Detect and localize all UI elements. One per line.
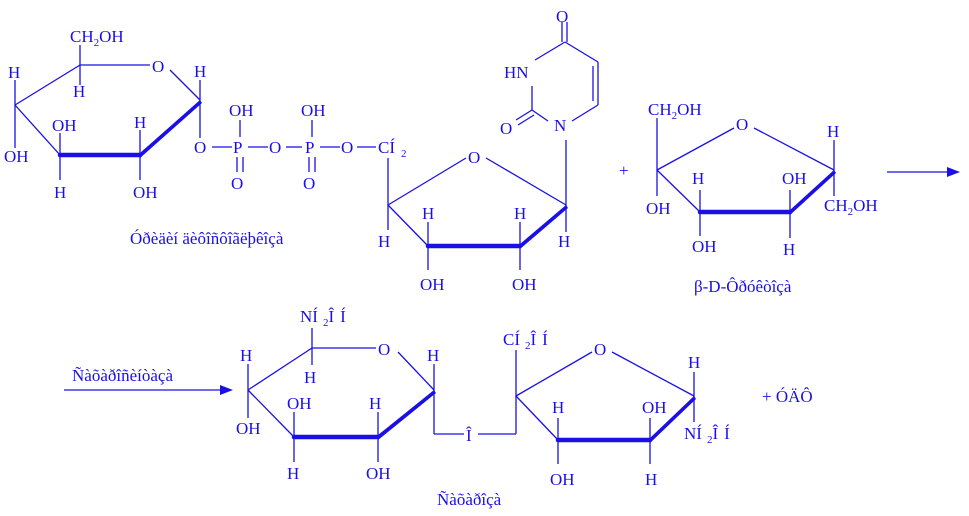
- sucrose-glucose-h-c3: H: [287, 464, 299, 483]
- sucrose-fructose-oh-c3: OH: [550, 470, 575, 489]
- ribose-oh-c2: OH: [512, 275, 537, 294]
- fructose-oh-c2: OH: [646, 199, 671, 218]
- phosphate-oxo-2: O: [303, 174, 315, 193]
- sucrose-glucose-ring: [247, 328, 517, 462]
- ribose-h-c4: H: [378, 232, 390, 251]
- sucrose-glucose-h-c5: H: [304, 368, 316, 387]
- fructose-caption: β-D-Ôðóêòîçà: [694, 277, 792, 296]
- sucrose-glucose-h-c1: H: [427, 346, 439, 365]
- ribose-h-c3: H: [422, 204, 434, 223]
- phosphate-oxygen-1: O: [194, 138, 206, 157]
- phosphate-oh-2: OH: [301, 101, 326, 120]
- sucrose-fructose-h-c5: H: [688, 353, 700, 372]
- sucrose-glucose-oh-c4: OH: [236, 419, 261, 438]
- fructose-ring-oxygen: O: [736, 115, 748, 134]
- udp-glucose-pyranose-ring: [14, 45, 202, 180]
- glucose-h-c3: H: [54, 183, 66, 202]
- phosphorus-1: P: [233, 138, 242, 157]
- phosphate-oxo-1: O: [231, 174, 243, 193]
- fructose-h-c5: H: [827, 122, 839, 141]
- uracil-ring: [515, 22, 599, 126]
- glycosidic-oxygen: Î: [466, 426, 472, 445]
- diphosphate-bridge: [212, 120, 376, 172]
- glucose-ring-oxygen: O: [152, 57, 164, 76]
- glucose-h-c1: H: [194, 62, 206, 81]
- plus-sign-reactants: +: [619, 161, 629, 180]
- sucrose-glucose-oh-c2: OH: [366, 464, 391, 483]
- sucrose-glucose-h-c4: H: [240, 346, 252, 365]
- ribose-h-c1: H: [558, 232, 570, 251]
- glucose-oh-c3: OH: [52, 116, 77, 135]
- sucrose-fructose-ring: [515, 350, 696, 464]
- phosphate-oh-1: OH: [229, 101, 254, 120]
- fructose-oh-c3: OH: [692, 237, 717, 256]
- fructose-h-c3: H: [692, 169, 704, 188]
- phosphate-oxygen-2: O: [269, 138, 281, 157]
- phosphate-oxygen-3: O: [341, 138, 353, 157]
- udp-product-label: + ÓÄÔ: [762, 387, 813, 406]
- sucrose-glucose-h-c2: H: [369, 394, 381, 413]
- sucrose-caption: Ñàõàðîçà: [437, 490, 502, 509]
- sucrose-fructose-ring-oxygen: O: [594, 340, 606, 359]
- ribose-h-c2: H: [514, 204, 526, 223]
- uracil-n1: N: [554, 116, 566, 135]
- fructose-oh-c4: OH: [782, 169, 807, 188]
- sucrose-glucose-oh-c3: OH: [287, 394, 312, 413]
- ribose-oh-c3: OH: [420, 275, 445, 294]
- ribose-ring-oxygen: O: [468, 148, 480, 167]
- uracil-oxo-top: O: [556, 7, 568, 26]
- fructose-ch2oh-bottom: CH2OH: [824, 196, 878, 218]
- reaction-arrow-top: [887, 167, 960, 177]
- glucose-h-c2: H: [134, 113, 146, 132]
- glucose-oh-c2: OH: [133, 183, 158, 202]
- fructose-furanose-ring: [656, 118, 836, 238]
- fructose-ch2oh-top: CH2OH: [648, 100, 702, 122]
- uracil-hn: HN: [504, 63, 529, 82]
- glucose-h-c4: H: [8, 63, 20, 82]
- reaction-arrow-bottom: [64, 385, 233, 395]
- uracil-oxo-left: O: [500, 119, 512, 138]
- sucrose-glucose-ring-oxygen: O: [378, 340, 390, 359]
- phosphorus-2: P: [305, 138, 314, 157]
- fructose-h-c4: H: [783, 240, 795, 259]
- enzyme-caption: Ñàõàðîñèíòàçà: [72, 366, 173, 385]
- sucrose-fructose-h-c4: H: [645, 470, 657, 489]
- glucose-ch2oh-label: CH2OH: [70, 27, 124, 49]
- ribose-furanose-ring: [387, 140, 568, 270]
- sucrose-fructose-h-c3: H: [552, 398, 564, 417]
- glucose-oh-c4: OH: [4, 147, 29, 166]
- udp-glucose-caption: Óðèäèí äèôîñôîãëþêîçà: [130, 229, 284, 248]
- sucrose-fructose-oh-c4: OH: [642, 398, 667, 417]
- glucose-h-c5: H: [73, 82, 85, 101]
